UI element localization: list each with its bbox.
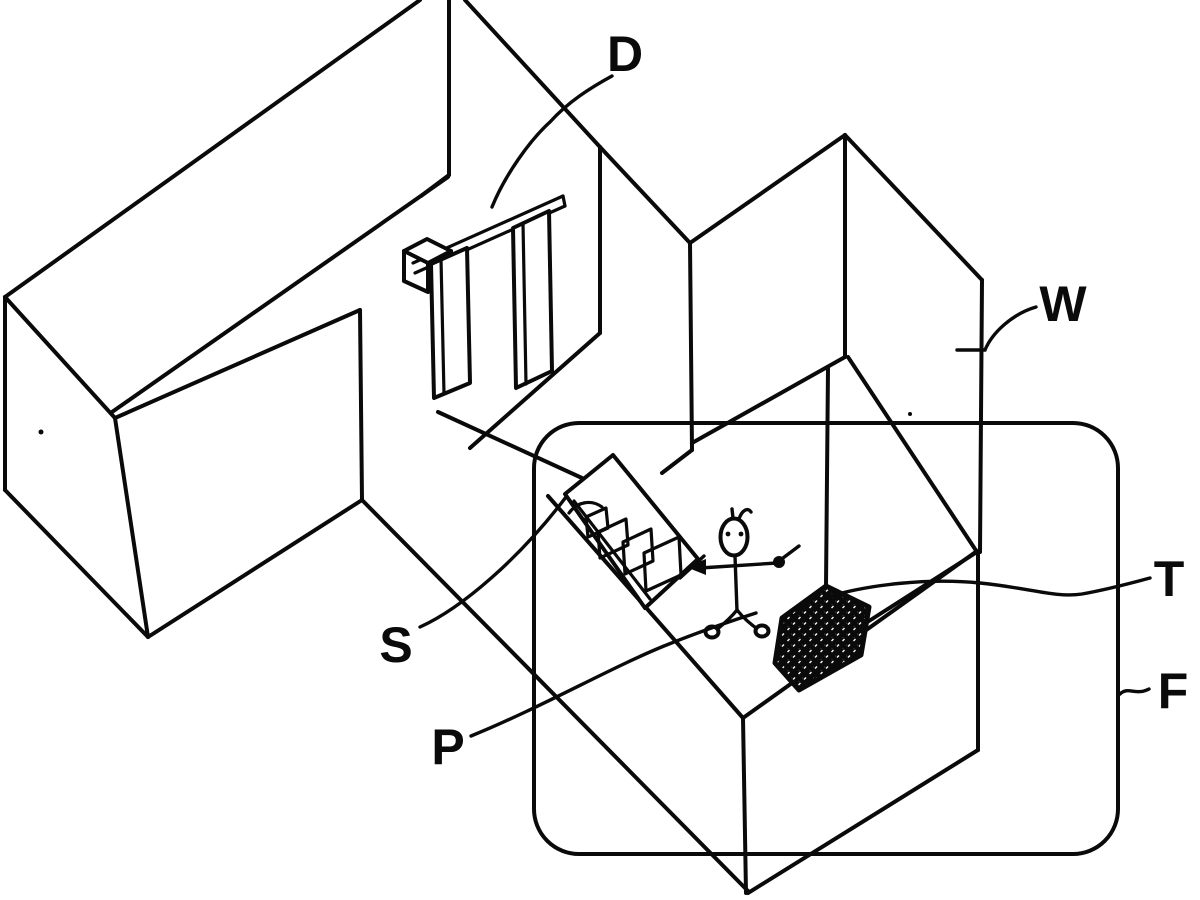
staircase-step-2 [596,517,630,560]
low-wall-top-edge [846,355,979,554]
rail-box-edges [402,249,453,294]
ink-dot-left [38,429,44,435]
hatched-cube [772,583,872,693]
label-person: P [431,719,464,775]
corridor-right-wall-base-edge [468,331,602,450]
corridor-floor-front-edge [436,410,584,480]
door-rail-end-cap [561,194,567,208]
ink-dot-right [908,412,912,416]
door-panel-left [429,246,472,400]
door-panel-left-inner-line [439,257,446,396]
door-rail-end-box [402,237,453,294]
corridor-left-wall-stub [419,173,451,198]
floor-area-leader [1118,687,1151,696]
object-leader [822,576,1152,600]
person-leader [469,611,758,738]
left-wall-end-right-edge [113,416,150,639]
left-wall-corner-vertical [358,308,364,502]
floor-area-outline [532,421,1120,856]
right-wall-front-base-stub [660,448,694,475]
inner-corner-vertical [824,366,830,588]
left-wall-top-inner-edge [110,175,450,414]
floor-corner-vertical [741,716,748,895]
person-left-eye [725,531,731,537]
w-block-bottom-left-edge [690,355,847,445]
left-wall-end-top-edge [3,295,117,420]
left-wall-top-outer-edge [3,0,422,299]
person-head [718,516,750,558]
right-wall-front-vertical [688,241,694,452]
labels: D W T F S P [379,26,1188,775]
corridor [419,0,602,480]
left-wall-block [3,0,750,893]
door-leader [490,74,614,209]
low-wall-base-edge [746,748,980,895]
door-panel-right [511,209,554,390]
person-right-hand-tool [781,544,801,560]
wall-leader [955,305,1038,352]
person [678,507,801,640]
w-block-right-vertical [978,278,984,554]
label-floor-area: F [1158,663,1189,719]
door-panel-right-inner-line [521,221,528,386]
corridor-to-wall-top-edge [598,145,692,245]
person-right-foot [753,623,771,639]
left-wall-base-long-edge [360,498,750,893]
leader-lines [418,74,1152,738]
w-block-top-left-edge [688,133,847,245]
person-left-hand [686,559,706,575]
left-wall-front-top-edge [113,308,362,420]
w-block-top-right-edge [843,133,984,282]
sliding-door [402,194,567,400]
staircase-arc [567,500,604,515]
left-wall-front-bottom-edge [146,498,364,639]
label-door: D [607,26,643,82]
person-arms [698,561,779,570]
person-left-hand-tool [678,554,706,580]
label-target-object: T [1154,551,1185,607]
right-wall-block [598,133,984,895]
hatched-object [772,583,872,693]
staircase-step-3 [621,527,655,576]
left-wall-end-bottom-edge [3,488,150,639]
staircase-outline [563,453,700,610]
person-hair [730,507,753,521]
person-right-eye [738,531,744,537]
label-stairs: S [379,617,412,673]
stairs-leader [418,495,568,629]
corridor-right-wall-top-edge [463,0,602,149]
label-wall: W [1039,276,1087,332]
staircase [563,453,700,610]
